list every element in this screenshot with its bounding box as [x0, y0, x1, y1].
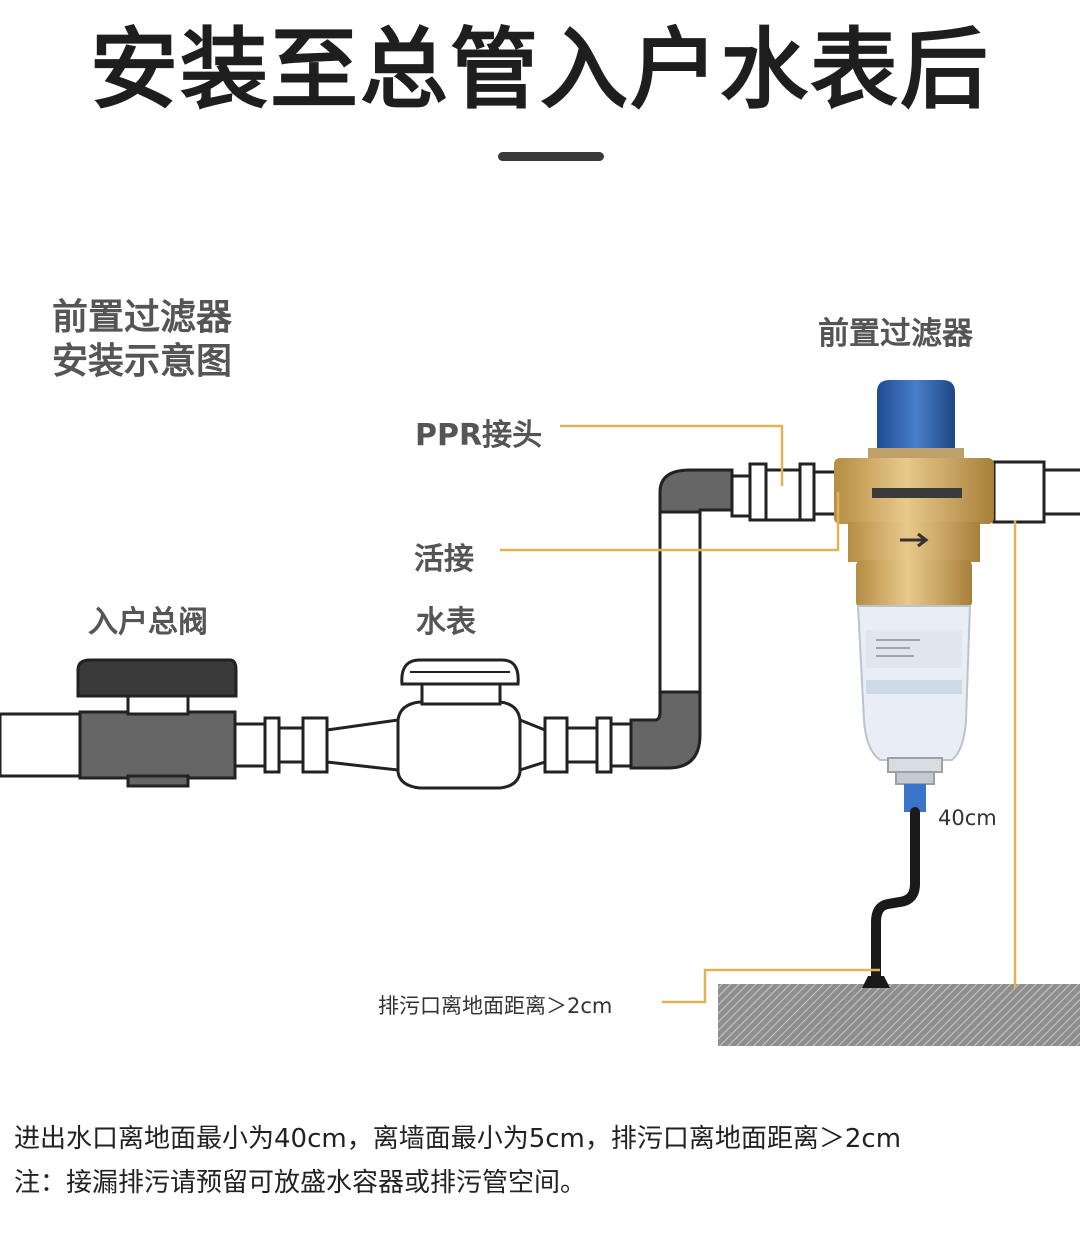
installation-note: 进出水口离地面最小为40cm，离墙面最小为5cm，排污口离地面距离＞2cm: [14, 1124, 902, 1154]
title-underline: [498, 152, 604, 161]
ground-block: [718, 984, 1080, 1046]
page-title: 安装至总管入户水表后: [89, 18, 990, 121]
label-ppr-joint: PPR接头: [415, 418, 543, 453]
main-valve-icon: [76, 658, 238, 788]
label-pre-filter: 前置过滤器: [818, 316, 973, 352]
diagram-title-line1: 前置过滤器: [52, 297, 233, 338]
diagram-title-line2: 安装示意图: [52, 341, 233, 382]
outlet-pipe: [992, 460, 1080, 524]
leader-lines: [500, 424, 1017, 1004]
drainage-note: 注：接漏排污请预留可放盛水容器或排污管空间。: [14, 1168, 587, 1198]
diagram-title: 前置过滤器 安装示意图: [52, 296, 232, 384]
inlet-pipe: [0, 712, 82, 778]
ppr-leader: [560, 424, 784, 486]
label-height: 40cm: [938, 806, 997, 830]
pipe-meter-to-riser: [543, 716, 633, 774]
drain-leader: [662, 968, 880, 1004]
label-water-meter: 水表: [416, 605, 476, 640]
pre-filter-icon: [834, 380, 994, 988]
ppr-joint-icon: [730, 462, 838, 522]
water-meter-icon: [325, 658, 547, 790]
label-union: 活接: [414, 542, 474, 577]
pipe-valve-to-meter: [233, 716, 329, 774]
label-drain-clearance: 排污口离地面距离＞2cm: [378, 994, 613, 1018]
union-leader: [500, 492, 840, 552]
riser-pipe: [629, 468, 734, 770]
label-main-valve: 入户总阀: [88, 605, 208, 640]
